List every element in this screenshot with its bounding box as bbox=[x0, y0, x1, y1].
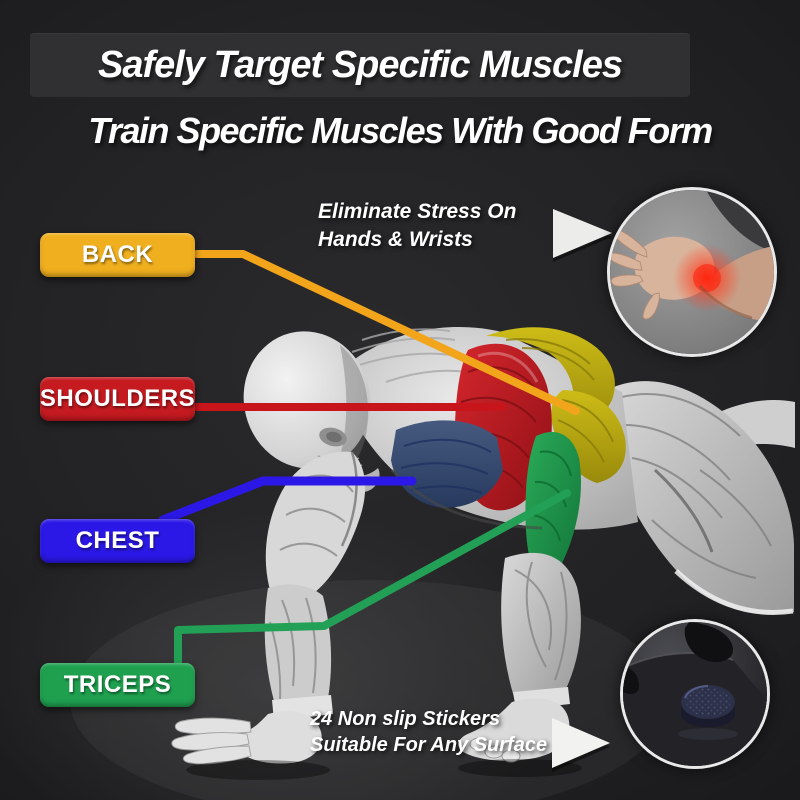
non-slip-note-line2: Suitable For Any Surface bbox=[310, 734, 548, 757]
near-arm bbox=[171, 451, 366, 780]
triceps-muscle-highlight bbox=[525, 431, 582, 579]
connector-lines bbox=[158, 250, 580, 668]
shoulders-label-text: SHOULDERS bbox=[39, 385, 196, 412]
non-slip-pad bbox=[678, 685, 738, 740]
near-leg bbox=[458, 552, 582, 777]
legs bbox=[603, 381, 795, 615]
back-connector-line bbox=[193, 250, 580, 415]
wrist-pain-inset-photo bbox=[607, 187, 777, 357]
chest-label-text: CHEST bbox=[75, 527, 160, 554]
fingers bbox=[171, 717, 252, 765]
title-banner: Safely Target Specific Muscles bbox=[30, 33, 690, 97]
wrist-stress-note-line1: Eliminate Stress On bbox=[318, 200, 517, 223]
page-title: Safely Target Specific Muscles bbox=[97, 43, 623, 86]
chest-label: CHEST bbox=[40, 519, 195, 563]
back-label-text: BACK bbox=[81, 241, 154, 268]
wrist-stress-note: Eliminate Stress On Hands & Wrists bbox=[318, 198, 516, 253]
triceps-label-text: TRICEPS bbox=[63, 671, 172, 698]
non-slip-note: 24 Non slip Stickers Suitable For Any Su… bbox=[310, 706, 547, 759]
pointer-arrows bbox=[552, 209, 612, 772]
hand-fingers bbox=[610, 229, 660, 320]
wrist-stress-note-line2: Hands & Wrists bbox=[318, 227, 473, 251]
page-subtitle: Train Specific Muscles With Good Form bbox=[88, 110, 713, 151]
triceps-connector-line bbox=[174, 489, 571, 668]
triceps-label: TRICEPS bbox=[40, 663, 195, 707]
non-slip-sticker-inset-photo bbox=[620, 619, 770, 769]
non-slip-note-line1: 24 Non slip Stickers bbox=[310, 708, 501, 730]
back-label: BACK bbox=[40, 233, 195, 277]
chest-connector-line bbox=[158, 476, 417, 525]
board-foot bbox=[684, 622, 733, 662]
wrist-arrow-icon bbox=[553, 209, 612, 258]
shoulders-label: SHOULDERS bbox=[40, 377, 195, 421]
sticker-arrow-icon bbox=[552, 718, 610, 768]
